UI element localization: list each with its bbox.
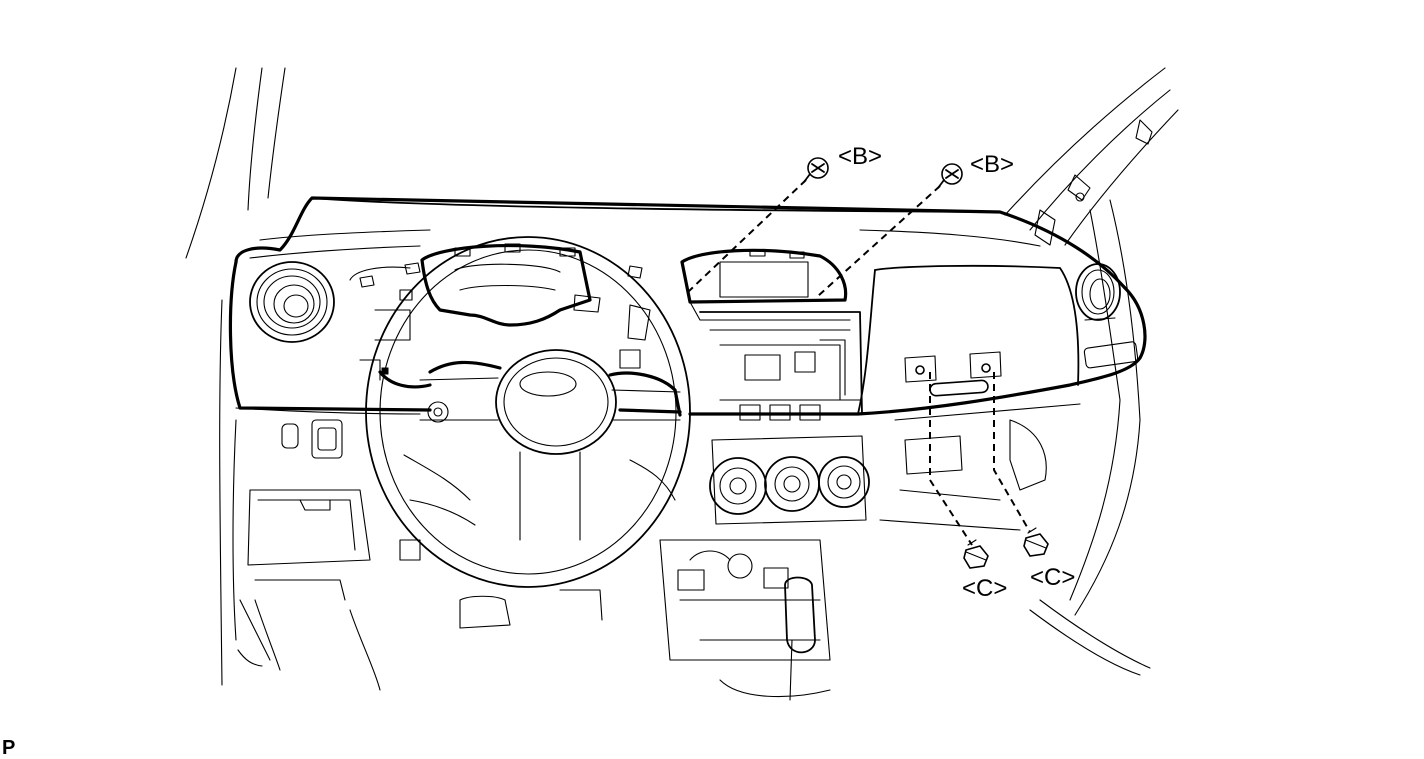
- screw-b-right: [817, 163, 963, 297]
- lower-left-panel: [237, 266, 603, 691]
- center-console: [659, 539, 831, 701]
- right-air-vent: [1075, 263, 1139, 369]
- callout-c-right: <C>: [1030, 564, 1075, 591]
- callout-c-left: <C>: [962, 575, 1007, 602]
- callout-b-right: <B>: [970, 151, 1014, 178]
- bolt-c-left: [929, 372, 989, 569]
- screw-b-left: [687, 157, 829, 293]
- dash-clips: [359, 243, 805, 369]
- center-display-opening: [680, 248, 863, 421]
- cabin-frame: [185, 67, 1179, 686]
- instrument-panel-upper: [228, 196, 1147, 416]
- callout-b-left: <B>: [838, 143, 882, 170]
- meter-hood: [378, 243, 682, 417]
- glove-box-panel: [857, 264, 1081, 531]
- left-air-vent: [249, 261, 335, 343]
- climate-control-panel: [709, 435, 870, 525]
- bolt-c-right: [993, 372, 1049, 557]
- corner-mark: P: [2, 737, 15, 759]
